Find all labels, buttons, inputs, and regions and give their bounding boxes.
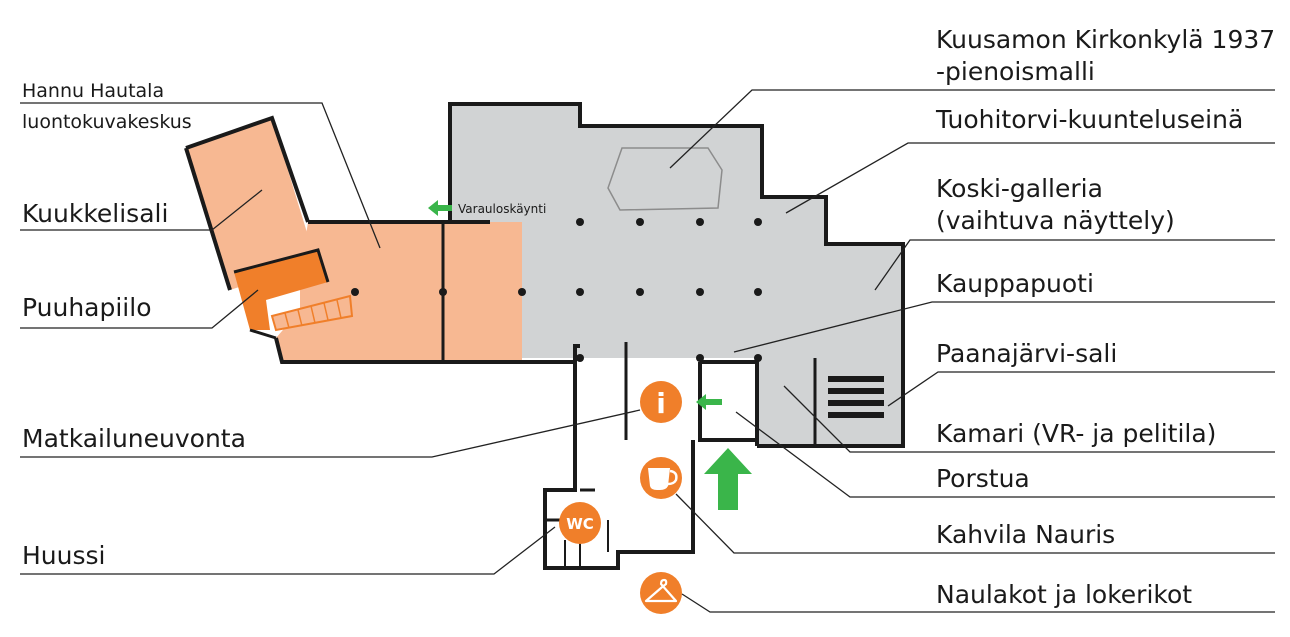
- puuhapiilo-walls: [233, 248, 330, 340]
- seat-rows: [828, 376, 884, 418]
- entrance-arrow-icon: [704, 448, 752, 510]
- leader-lines-left: [20, 102, 641, 575]
- exit-arrow-icon: [428, 200, 452, 216]
- hautala-wing: [276, 222, 522, 362]
- label-paanajarvi: Paanajärvi-sali: [936, 339, 1117, 368]
- label-tuohitorvi: Tuohitorvi-kuunteluseinä: [935, 105, 1243, 134]
- label-kuukkelisali: Kuukkelisali: [22, 199, 168, 228]
- porstua-arrow-icon: [696, 394, 722, 410]
- wc-icon: WC: [559, 502, 601, 544]
- label-hautala-line2: luontokuvakeskus: [22, 111, 192, 133]
- leader-lines-right: [669, 89, 1275, 613]
- emergency-exit-label: Varauloskäynti: [458, 202, 546, 216]
- label-koski-line2: (vaihtuva näyttely): [936, 206, 1175, 235]
- label-kirkonkyla-line1: Kuusamon Kirkonkylä 1937: [936, 25, 1275, 54]
- svg-text:i: i: [656, 387, 666, 420]
- label-kirkonkyla-line2: -pienoismalli: [936, 57, 1095, 86]
- stairs: [270, 294, 354, 332]
- label-hautala-line1: Hannu Hautala: [22, 80, 164, 102]
- hanger-icon: [640, 572, 682, 614]
- label-koski-line1: Koski-galleria: [936, 174, 1103, 203]
- info-icon: i: [640, 381, 682, 423]
- gray-exhibition-area: [450, 104, 903, 446]
- label-puuhapiilo: Puuhapiilo: [22, 293, 152, 322]
- pillars: [351, 218, 762, 362]
- label-naulakot: Naulakot ja lokerikot: [936, 580, 1192, 609]
- label-matkailuneuvonta: Matkailuneuvonta: [22, 424, 246, 453]
- coffee-cup-icon: [640, 457, 682, 499]
- puuhapiilo-room: [234, 250, 328, 330]
- label-kahvila: Kahvila Nauris: [936, 520, 1115, 549]
- label-huussi: Huussi: [22, 541, 105, 570]
- svg-text:WC: WC: [566, 515, 594, 533]
- label-kauppapuoti: Kauppapuoti: [936, 269, 1094, 298]
- label-porstua: Porstua: [936, 464, 1030, 493]
- pienoismalli-outline: [607, 147, 723, 211]
- label-kamari: Kamari (VR- ja pelitila): [936, 419, 1216, 448]
- walls: [184, 102, 905, 570]
